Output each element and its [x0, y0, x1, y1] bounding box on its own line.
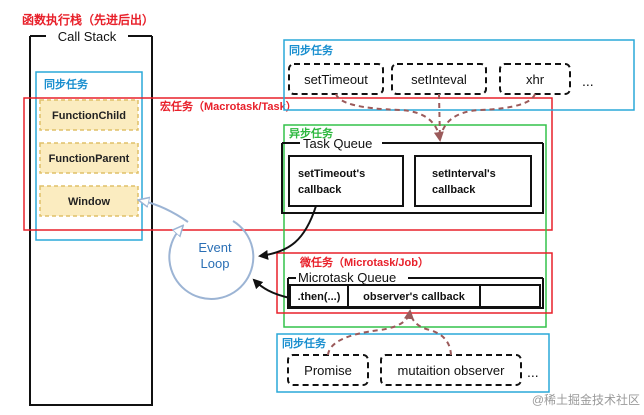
sync-item-xhr: xhr	[499, 63, 571, 95]
loop-to-stack-arrow	[143, 201, 189, 223]
sync-bottom-label: 同步任务	[282, 336, 327, 350]
sync-top-label: 同步任务	[289, 43, 334, 57]
microtask-queue-to-loop-arrow	[252, 278, 291, 299]
async-label: 异步任务	[289, 126, 334, 140]
event-loop-label-line2: Loop	[201, 256, 230, 271]
task-item-setinterval-callback: setInterval's callback	[414, 155, 532, 207]
async-region	[283, 124, 547, 328]
sync-top-ellipsis: ...	[582, 73, 594, 89]
sync-item-label: setInteval	[411, 72, 467, 87]
sync-bottom-ellipsis: ...	[527, 364, 539, 380]
microtask-item-label: observer's callback	[363, 291, 466, 303]
task-item-line2: callback	[432, 184, 476, 196]
sync-bottom-region	[276, 333, 550, 393]
task-item-line1: setTimeout's	[298, 168, 365, 180]
task-queue-title: Task Queue	[303, 136, 372, 151]
call-stack-title: Call Stack	[58, 29, 117, 44]
setinteval-to-taskqueue-arrow	[438, 93, 441, 141]
sync-item-settimeout: setTimeout	[288, 63, 384, 95]
stack-frame-label: FunctionChild	[52, 110, 126, 122]
observer-to-microtask-arrow	[409, 310, 452, 356]
macrotask-label: 宏任务（Macrotask/Task）	[160, 99, 297, 113]
macrotask-region	[23, 97, 553, 231]
watermark: @稀土掘金技术社区	[532, 392, 640, 407]
stack-frame-label: FunctionParent	[49, 153, 130, 165]
event-loop-circle	[168, 220, 255, 300]
task-item-settimeout-callback: setTimeout's callback	[288, 155, 404, 207]
stack-frame-label: Window	[68, 196, 110, 208]
sync-item-promise: Promise	[287, 354, 369, 386]
sync-item-label: Promise	[304, 363, 352, 378]
promise-to-microtask-arrow	[327, 309, 414, 356]
xhr-to-taskqueue-arrow	[439, 93, 536, 141]
task-item-line1: setInterval's	[432, 168, 496, 180]
task-item-line2: callback	[298, 184, 342, 196]
microtask-item-observer-callback: observer's callback	[347, 284, 481, 308]
microtask-label: 微任务（Microtask/Job）	[299, 255, 429, 269]
call-stack-caption: 函数执行栈（先进后出）	[22, 12, 154, 27]
stack-frame-function-child: FunctionChild	[39, 99, 139, 131]
sync-item-setinteval: setInteval	[391, 63, 487, 95]
call-stack-sync-box	[35, 71, 143, 241]
stack-frame-window: Window	[39, 185, 139, 217]
call-stack-sync-label: 同步任务	[44, 77, 89, 91]
sync-item-label: xhr	[526, 72, 545, 87]
task-queue-outline	[281, 143, 544, 214]
event-loop-label-line1: Event	[198, 240, 232, 255]
call-stack-outline	[29, 36, 153, 406]
microtask-item-label: .then(...)	[298, 291, 341, 303]
task-queue-to-loop-arrow	[258, 205, 317, 260]
sync-item-mutation-observer: mutaition observer	[380, 354, 522, 386]
sync-item-label: setTimeout	[304, 72, 368, 87]
settimeout-to-taskqueue-arrow	[335, 93, 444, 142]
microtask-queue-title: Microtask Queue	[298, 270, 396, 285]
sync-top-region	[283, 39, 635, 111]
stack-frame-function-parent: FunctionParent	[39, 142, 139, 174]
sync-item-label: mutaition observer	[398, 363, 506, 378]
microtask-item-then: .then(...)	[289, 284, 349, 308]
microtask-region	[276, 252, 553, 314]
microtask-item-empty	[479, 284, 541, 308]
